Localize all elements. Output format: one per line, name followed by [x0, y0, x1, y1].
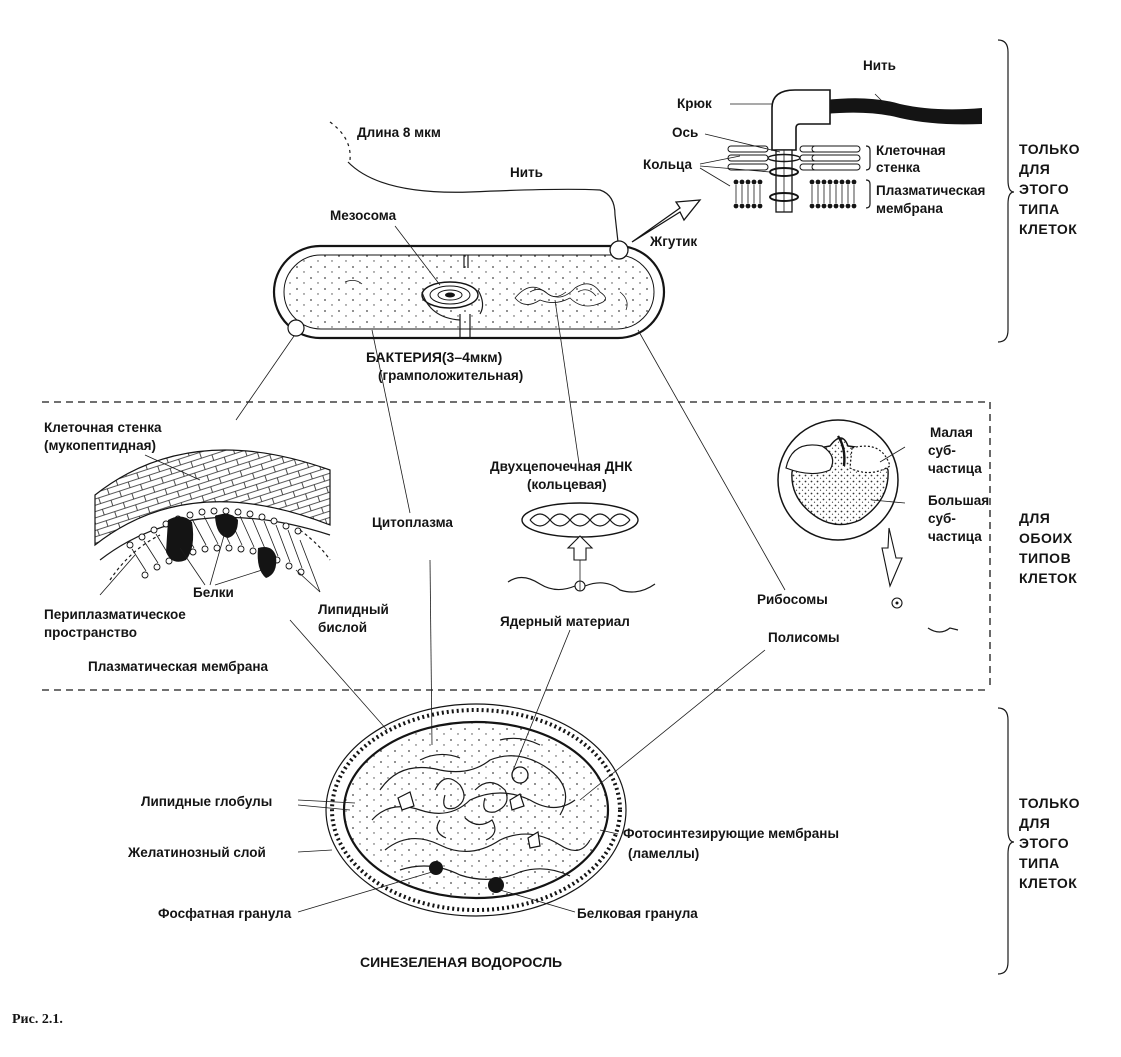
dna-detail	[507, 299, 656, 593]
rings-label: Кольца	[643, 157, 692, 172]
side-bottom-line-4: ТИПА	[1019, 855, 1060, 871]
side-bottom-line-3: ЭТОГО	[1019, 835, 1069, 851]
side-top-line-5: КЛЕТОК	[1019, 221, 1077, 237]
nuclear-material-label: Ядерный материал	[500, 614, 630, 629]
detail-plasma-membrane-label-1: Плазматическая	[876, 183, 985, 198]
length-label: Длина 8 мкм	[357, 125, 441, 140]
cell-wall-detail	[94, 449, 331, 596]
brace-bottom	[997, 707, 1015, 975]
small-subunit-label-3: частица	[928, 461, 982, 476]
hook-label: Крюк	[677, 96, 712, 111]
small-subunit-label-2: суб-	[928, 443, 956, 458]
bacterium-subtitle: (грамположительная)	[378, 368, 523, 383]
detail-plasma-membrane-label-2: мембрана	[876, 201, 943, 216]
small-subunit-label-1: Малая	[930, 425, 973, 440]
side-label-middle: ДЛЯ ОБОИХ ТИПОВ КЛЕТОК	[1019, 510, 1077, 586]
side-top-line-3: ЭТОГО	[1019, 181, 1069, 197]
side-bottom-line-2: ДЛЯ	[1019, 815, 1050, 831]
large-subunit-label-3: частица	[928, 529, 982, 544]
flagellum-label: Жгутик	[649, 234, 697, 249]
bacterium-filament-label: Нить	[510, 165, 543, 180]
flagellum-detail	[699, 89, 982, 213]
side-middle-line-1: ДЛЯ	[1019, 510, 1050, 526]
bacterium-cell	[272, 121, 702, 340]
detail-filament-label: Нить	[863, 58, 896, 73]
photosynthetic-membranes-label-1: Фотосинтезирующие мембраны	[623, 826, 839, 841]
large-subunit-label-2: суб-	[928, 511, 956, 526]
lipid-bilayer	[126, 507, 305, 579]
side-top-line-2: ДЛЯ	[1019, 161, 1050, 177]
side-top-line-4: ТИПА	[1019, 201, 1060, 217]
detail-cell-wall-label-1: Клеточная	[876, 143, 946, 158]
cell-wall-label-1: Клеточная стенка	[44, 420, 162, 435]
dna-label-1: Двухцепочечная ДНК	[490, 459, 633, 474]
periplasmic-label-2: пространство	[44, 625, 137, 640]
periplasmic-label-1: Периплазматическое	[44, 607, 186, 622]
cell-wall-label-2: (мукопептидная)	[44, 438, 156, 453]
side-bottom-line-1: ТОЛЬКО	[1019, 795, 1080, 811]
side-middle-line-3: ТИПОВ	[1019, 550, 1071, 566]
cytoplasm-label: Цитоплазма	[372, 515, 453, 530]
lipid-bilayer-label-2: бислой	[318, 620, 367, 635]
gelatinous-layer-label: Желатинозный слой	[127, 845, 266, 860]
side-label-top: ТОЛЬКО ДЛЯ ЭТОГО ТИПА КЛЕТОК	[1019, 141, 1080, 237]
figure-caption: Рис. 2.1.	[12, 1012, 63, 1027]
brace-top	[997, 39, 1015, 343]
protein-granule-label: Белковая гранула	[577, 906, 698, 921]
alga-cell	[289, 559, 766, 917]
side-middle-line-2: ОБОИХ	[1019, 530, 1073, 546]
side-bottom-line-5: КЛЕТОК	[1019, 875, 1077, 891]
side-top-line-1: ТОЛЬКО	[1019, 141, 1080, 157]
lipid-bilayer-label-1: Липидный	[318, 602, 389, 617]
bacterium-title: БАКТЕРИЯ(3–4мкм)	[366, 349, 502, 365]
large-subunit-label-1: Большая	[928, 493, 989, 508]
detail-cell-wall-label-2: стенка	[876, 160, 921, 175]
section-dividers	[42, 401, 991, 691]
alga-title: СИНЕЗЕЛЕНАЯ ВОДОРОСЛЬ	[360, 954, 562, 970]
proteins-label: Белки	[193, 585, 234, 600]
lipid-globules-label: Липидные глобулы	[141, 794, 272, 809]
axis-label: Ось	[672, 125, 698, 140]
phosphate-granule-label: Фосфатная гранула	[158, 906, 292, 921]
photosynthetic-membranes-label-2: (ламеллы)	[628, 846, 699, 861]
mesosome-label: Мезосома	[330, 208, 397, 223]
dna-label-2: (кольцевая)	[527, 477, 607, 492]
side-middle-line-4: КЛЕТОК	[1019, 570, 1077, 586]
side-label-bottom: ТОЛЬКО ДЛЯ ЭТОГО ТИПА КЛЕТОК	[1019, 795, 1080, 891]
plasma-membrane-label: Плазматическая мембрана	[88, 659, 268, 674]
membrane-bilayer	[733, 179, 857, 209]
ribosome-detail	[777, 419, 959, 633]
ribosomes-label: Рибосомы	[757, 592, 828, 607]
polysomes-label: Полисомы	[768, 630, 840, 645]
